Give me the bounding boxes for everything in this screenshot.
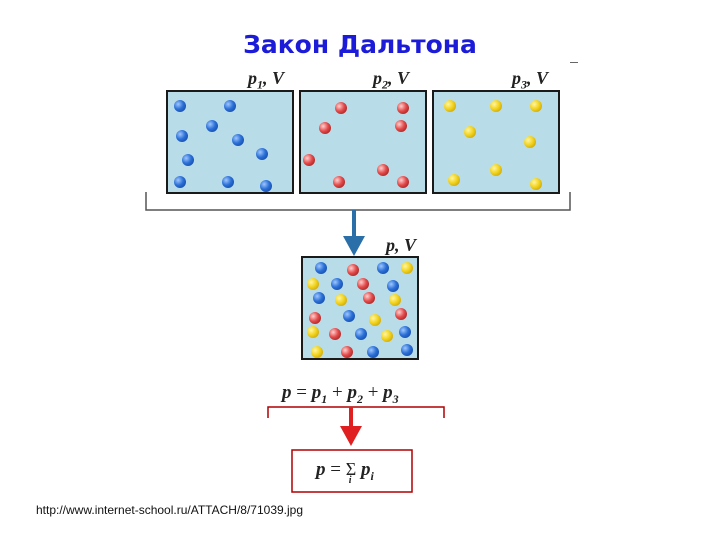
mixture-vessel [301, 256, 419, 360]
blue-molecule [260, 180, 272, 192]
blue-molecule [343, 310, 355, 322]
yellow-molecule [490, 164, 502, 176]
yellow-molecule [490, 100, 502, 112]
vessel-1-label: p1, V [248, 68, 285, 92]
red-molecule [357, 278, 369, 290]
red-molecule [303, 154, 315, 166]
blue-molecule [355, 328, 367, 340]
vessel-3-yellow-gas [432, 90, 560, 194]
yellow-molecule [389, 294, 401, 306]
blue-molecule [377, 262, 389, 274]
yellow-molecule [464, 126, 476, 138]
yellow-molecule [530, 100, 542, 112]
red-molecule [341, 346, 353, 358]
blue-molecule [313, 292, 325, 304]
blue-molecule [182, 154, 194, 166]
blue-molecule [206, 120, 218, 132]
yellow-molecule [369, 314, 381, 326]
red-molecule [319, 122, 331, 134]
blue-molecule [331, 278, 343, 290]
red-molecule [395, 120, 407, 132]
red-molecule [309, 312, 321, 324]
blue-molecule [174, 100, 186, 112]
source-url: http://www.internet-school.ru/ATTACH/8/7… [36, 503, 304, 517]
page-title: Закон Дальтона [243, 30, 477, 59]
blue-molecule [232, 134, 244, 146]
vessel-3-label: p3, V [512, 68, 549, 92]
yellow-molecule [307, 326, 319, 338]
vessel-2-red-gas [299, 90, 427, 194]
vessel-2-label: p2, V [373, 68, 410, 92]
sum-equation-frame [291, 449, 413, 493]
blue-molecule [224, 100, 236, 112]
red-molecule [397, 102, 409, 114]
blue-molecule [176, 130, 188, 142]
blue-molecule [222, 176, 234, 188]
yellow-molecule [444, 100, 456, 112]
red-molecule [377, 164, 389, 176]
divider [570, 62, 578, 63]
blue-molecule [367, 346, 379, 358]
yellow-molecule [448, 174, 460, 186]
yellow-molecule [335, 294, 347, 306]
yellow-molecule [524, 136, 536, 148]
yellow-molecule [401, 262, 413, 274]
blue-molecule [387, 280, 399, 292]
blue-molecule [401, 344, 413, 356]
red-molecule [395, 308, 407, 320]
yellow-molecule [307, 278, 319, 290]
arrow-down-red [340, 426, 362, 446]
blue-molecule [399, 326, 411, 338]
red-molecule [335, 102, 347, 114]
red-molecule [333, 176, 345, 188]
partial-pressure-equation: p = p1 + p2 + p3 [282, 382, 399, 406]
yellow-molecule [381, 330, 393, 342]
red-molecule [347, 264, 359, 276]
arrow-down-blue [343, 236, 365, 256]
vessel-1-blue-gas [166, 90, 294, 194]
mixture-label: p, V [386, 235, 417, 255]
red-molecule [397, 176, 409, 188]
yellow-molecule [311, 346, 323, 358]
blue-molecule [256, 148, 268, 160]
blue-molecule [174, 176, 186, 188]
yellow-molecule [530, 178, 542, 190]
red-molecule [329, 328, 341, 340]
sum-equation: p = Σ i pi [316, 459, 374, 486]
blue-molecule [315, 262, 327, 274]
red-molecule [363, 292, 375, 304]
